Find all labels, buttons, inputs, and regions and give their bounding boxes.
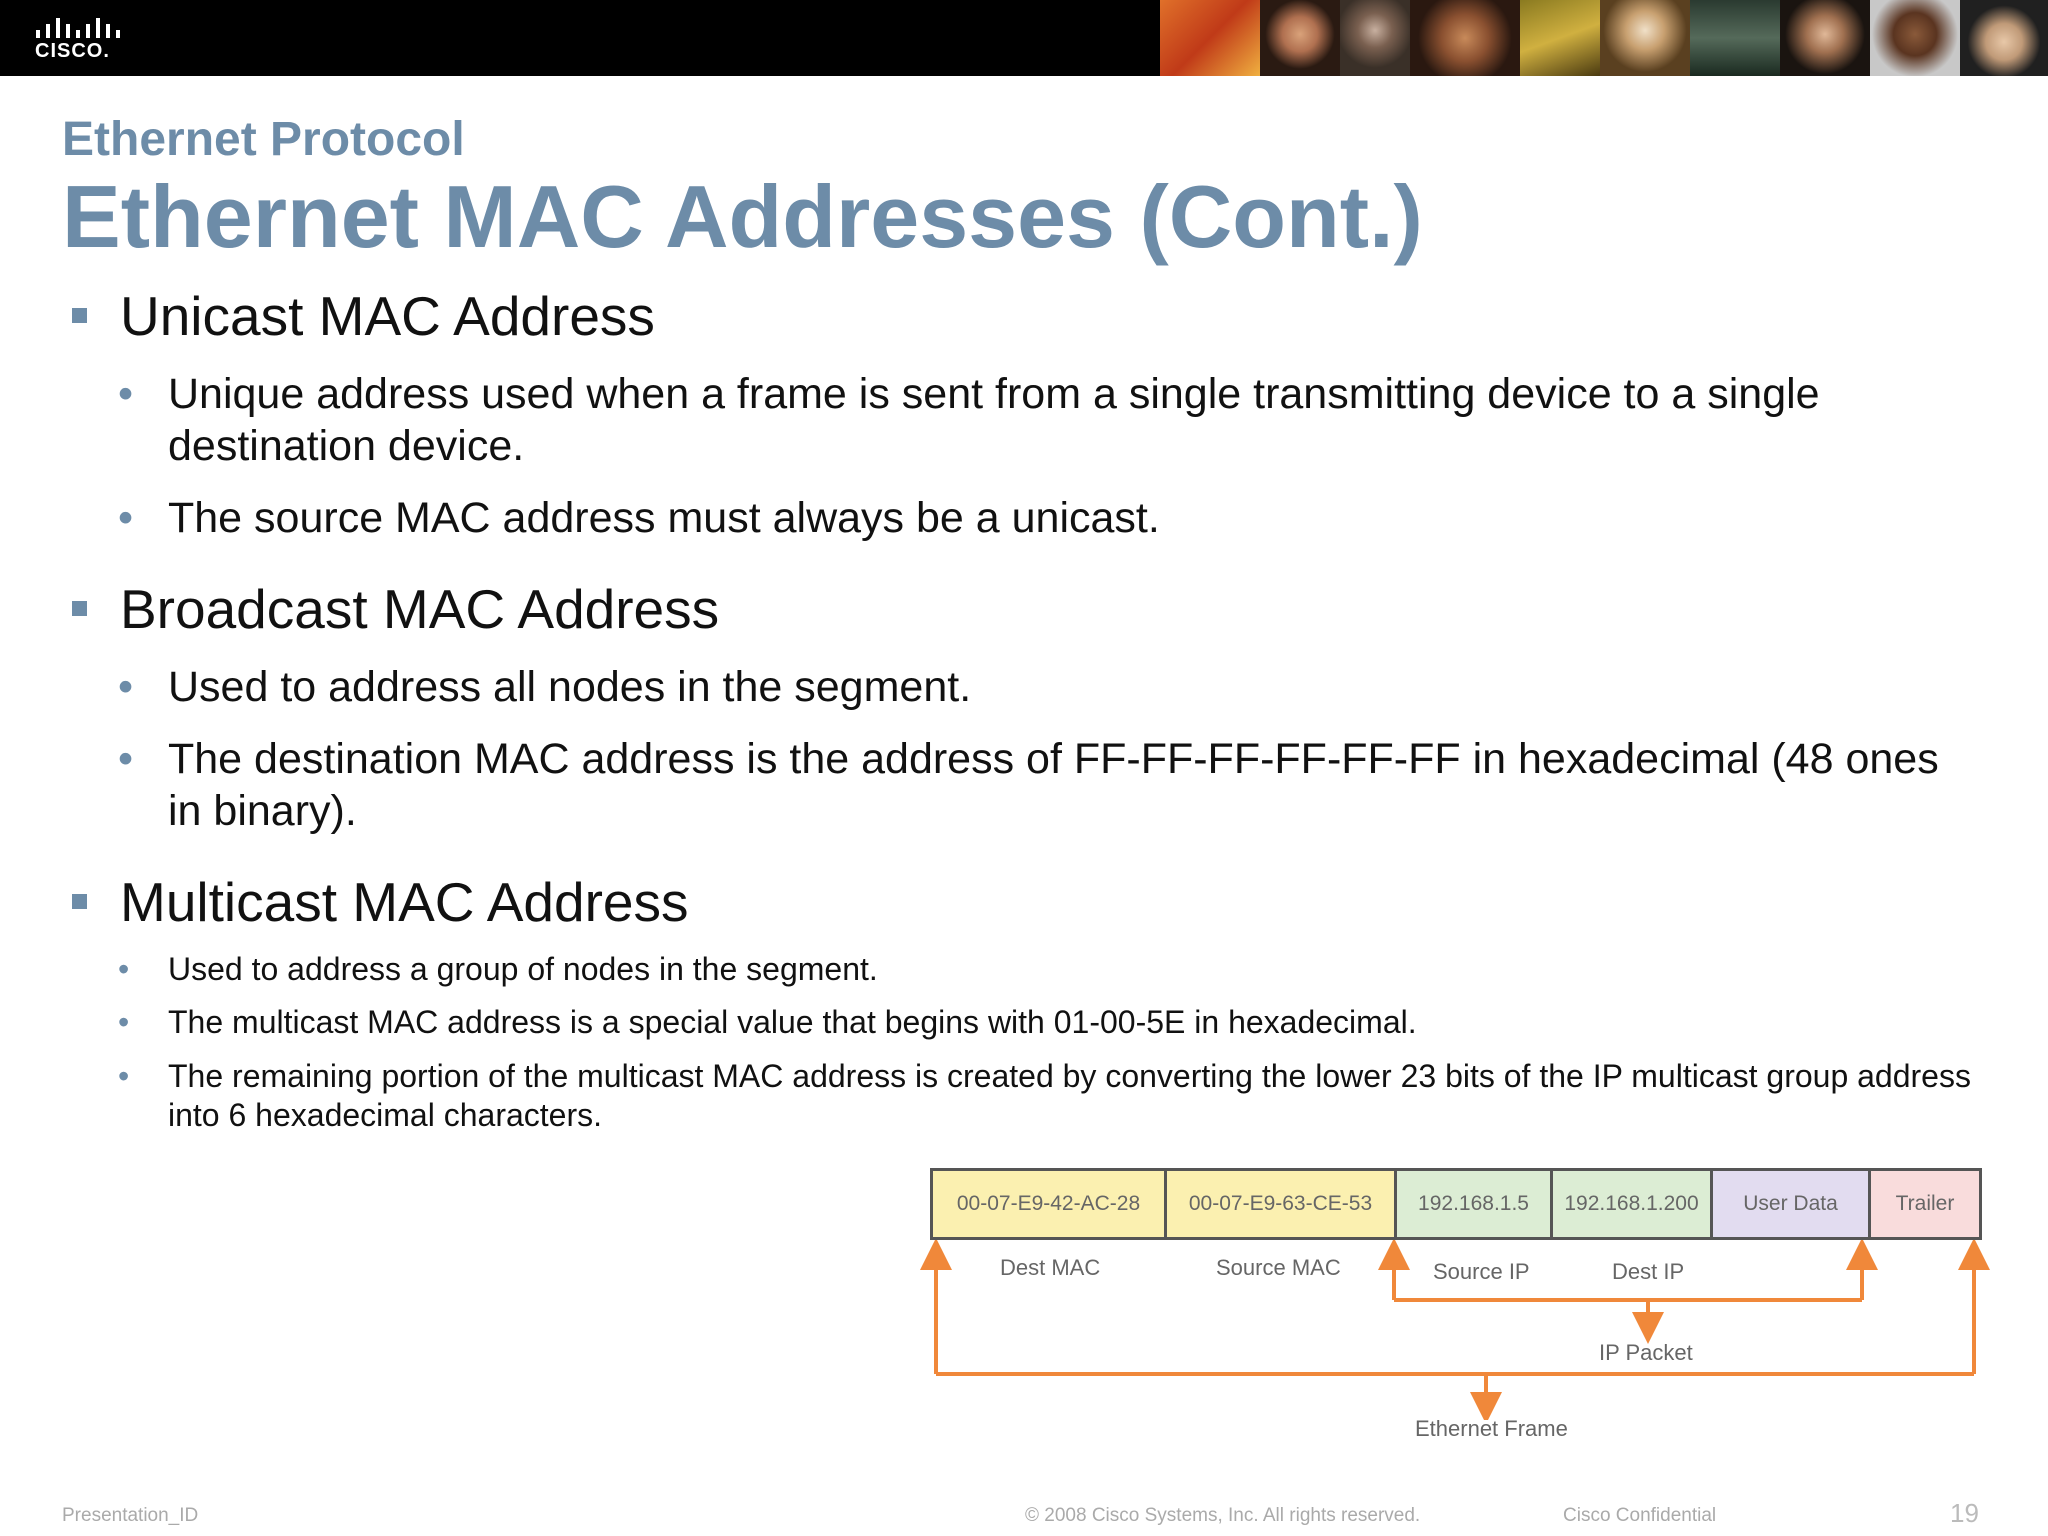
label-source-ip: Source IP [1433,1259,1530,1284]
bullet-square-icon [72,601,87,616]
bullet-text: Used to address all nodes in the segment… [168,663,972,711]
photo-abstract [1690,0,1780,76]
label-source-mac: Source MAC [1216,1255,1341,1280]
label-ip-packet: IP Packet [1599,1340,1693,1365]
photo-abstract [1520,0,1600,76]
bullet-dot-icon: • [118,951,130,987]
bullet-square-icon [72,308,87,323]
section-heading: Broadcast MAC Address [120,578,720,640]
header-bar: CISCO. [0,0,2048,76]
bullet-square-icon [72,894,87,909]
photo-person [1340,0,1410,76]
slide-subtitle: Ethernet Protocol [62,113,465,166]
field-dest-mac: 00-07-E9-42-AC-28 [933,1171,1167,1237]
bullet-text: The remaining portion of the multicast M… [168,1058,1971,1133]
footer-presentation-id: Presentation_ID [62,1505,199,1526]
field-dest-ip: 192.168.1.200 [1553,1171,1713,1237]
page-number: 19 [1950,1498,1979,1528]
frame-fields-row: 00-07-E9-42-AC-28 00-07-E9-63-CE-53 192.… [930,1168,1982,1240]
bullet-text: The destination MAC address is the addre… [168,735,1939,835]
bullet-dot-icon: • [118,370,134,418]
bullet-text: Used to address a group of nodes in the … [168,951,878,987]
bullet-text: The multicast MAC address is a special v… [168,1004,1417,1040]
bullet-dot-icon: • [118,1004,130,1040]
label-dest-ip: Dest IP [1612,1259,1685,1284]
bullet-dot-icon: • [118,494,134,542]
bullet-text: Unique address used when a frame is sent… [168,370,1820,470]
bullet-dot-icon: • [118,1058,130,1094]
field-user-data: User Data [1713,1171,1871,1237]
section-heading: Unicast MAC Address [120,285,655,347]
label-dest-mac: Dest MAC [1000,1255,1101,1280]
field-trailer: Trailer [1871,1171,1979,1237]
photo-person [1260,0,1340,76]
section-heading: Multicast MAC Address [120,871,689,933]
cisco-logo-text: CISCO. [35,40,110,62]
footer-confidential: Cisco Confidential [1563,1505,1717,1526]
field-source-mac: 00-07-E9-63-CE-53 [1167,1171,1397,1237]
footer-copyright: © 2008 Cisco Systems, Inc. All rights re… [1025,1505,1421,1526]
bullet-dot-icon: • [118,663,134,711]
cisco-logo-icon [36,18,120,38]
photo-person [1960,0,2048,76]
photo-person [1870,0,1960,76]
diagram-arrows [920,1240,1990,1420]
header-photo-strip [1160,0,2048,76]
bullet-text: The source MAC address must always be a … [168,494,1160,542]
photo-person [1410,0,1520,76]
slide-title: Ethernet MAC Addresses (Cont.) [62,167,1423,266]
bullet-dot-icon: • [118,735,134,783]
label-ethernet-frame: Ethernet Frame [1415,1416,1568,1441]
photo-person [1600,0,1690,76]
field-source-ip: 192.168.1.5 [1397,1171,1553,1237]
photo-person [1780,0,1870,76]
photo-abstract [1160,0,1260,76]
